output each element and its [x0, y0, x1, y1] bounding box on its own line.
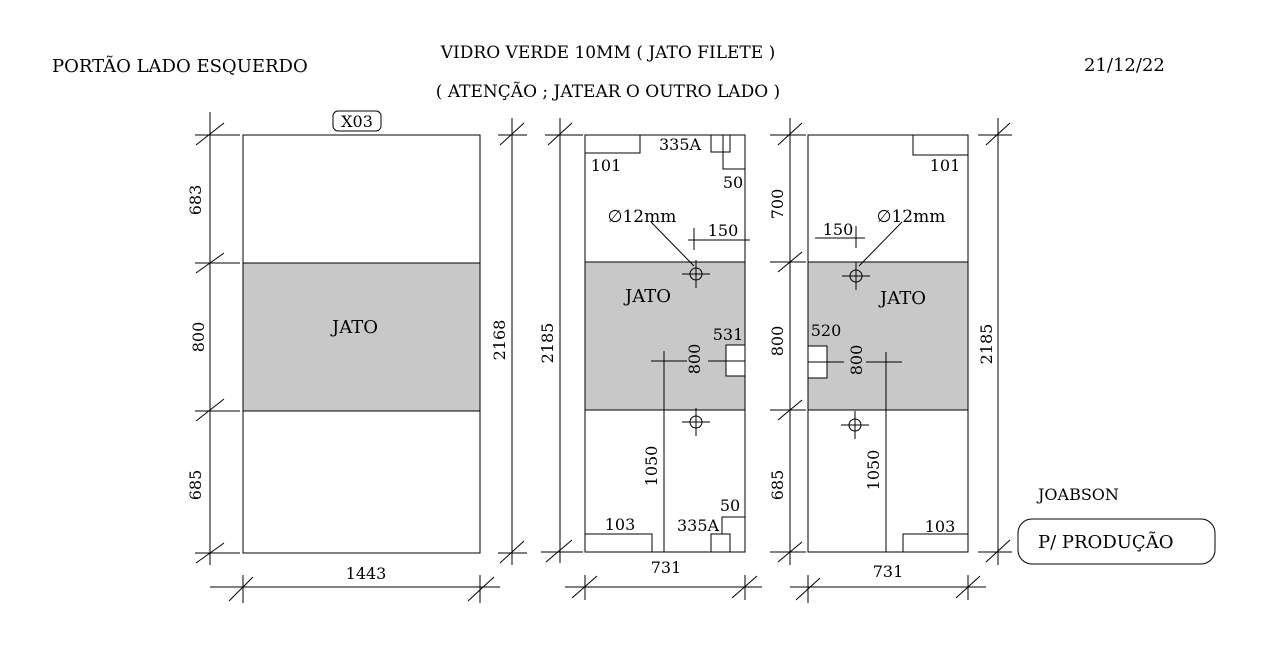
panel-3-dim-bottom: 685: [768, 470, 787, 501]
panel-3-label-520: 520: [811, 321, 842, 340]
panel-2-label-50-bottom: 50: [720, 496, 740, 515]
panel-1-dim-bottom: 685: [186, 470, 205, 501]
panel-2-label-1050: 1050: [642, 446, 661, 487]
panel-2-hole-label: ∅12mm: [608, 207, 677, 227]
panel-2-notch-103: [585, 533, 653, 552]
panel-3-label-101: 101: [930, 156, 961, 175]
panel-3-dim-mid: 800: [768, 326, 787, 357]
header-note: ( ATENÇÃO ; JATEAR O OUTRO LADO ): [436, 81, 780, 102]
panel-1-dim-top: 683: [186, 185, 205, 216]
header-left: PORTÃO LADO ESQUERDO: [52, 55, 308, 77]
panel-2-label-800: 800: [685, 344, 704, 375]
panel-3-label-150: 150: [823, 220, 854, 239]
panel-1-tag: X03: [341, 112, 373, 131]
panel-3-notch-103: [902, 533, 968, 552]
panel-1-jato-label: JATO: [330, 317, 378, 338]
panel-2-label-50-top: 50: [723, 173, 743, 192]
panel-3-dim-width: 731: [873, 562, 904, 581]
panel-2: 101 335A 50 ∅12mm 150 JATO 531 800 1050: [538, 118, 762, 600]
panel-3-label-1050: 1050: [864, 450, 883, 491]
panel-3-jato-band: [807, 261, 969, 411]
panel-1-jato-band: [242, 262, 481, 412]
panel-1-dim-mid: 800: [189, 322, 208, 353]
panel-3-dim-top: 700: [768, 189, 787, 220]
panel-3-hole-label: ∅12mm: [877, 207, 946, 227]
panel-3-label-800: 800: [847, 345, 866, 376]
panel-2-label-101: 101: [591, 156, 622, 175]
production-stamp-box: [1017, 518, 1216, 565]
panel-3-notch-101: [912, 135, 968, 156]
panel-3-dim-total: 2185: [977, 324, 996, 365]
panel-3-jato-label: JATO: [878, 288, 926, 309]
header-title: VIDRO VERDE 10MM ( JATO FILETE ): [440, 43, 775, 63]
panel-1: JATO X03 683 800 685 2168 1443: [186, 110, 527, 603]
panel-3: 101 ∅12mm 150 JATO 520 800 1050 103: [768, 118, 1012, 603]
panel-2-notch-101: [585, 135, 641, 154]
panel-2-hinge-bottom: [710, 533, 731, 553]
panel-1-dim-width: 1443: [346, 564, 387, 583]
panel-2-label-335a-top: 335A: [659, 135, 702, 154]
author-name: JOABSON: [1036, 485, 1119, 504]
panel-1-dim-total: 2168: [490, 320, 509, 361]
panel-2-dim-width: 731: [651, 558, 682, 577]
panel-2-jato-label: JATO: [623, 286, 671, 307]
panel-2-hole-leader: [650, 221, 695, 267]
panel-2-jato-band: [584, 261, 746, 411]
panel-2-label-335a-bottom: 335A: [677, 516, 720, 535]
production-stamp: P/ PRODUÇÃO: [1038, 531, 1173, 553]
panel-3-label-103: 103: [925, 517, 956, 536]
panel-2-dim-total: 2185: [538, 323, 557, 364]
panel-3-hole-leader: [858, 221, 903, 267]
panel-2-label-150: 150: [708, 221, 739, 240]
panel-2-label-103: 103: [605, 515, 636, 534]
panel-2-label-531: 531: [713, 325, 744, 344]
panel-1-tag-box: [332, 110, 382, 132]
panel-2-hinge-top: [710, 134, 731, 153]
header-date: 21/12/22: [1084, 55, 1165, 76]
